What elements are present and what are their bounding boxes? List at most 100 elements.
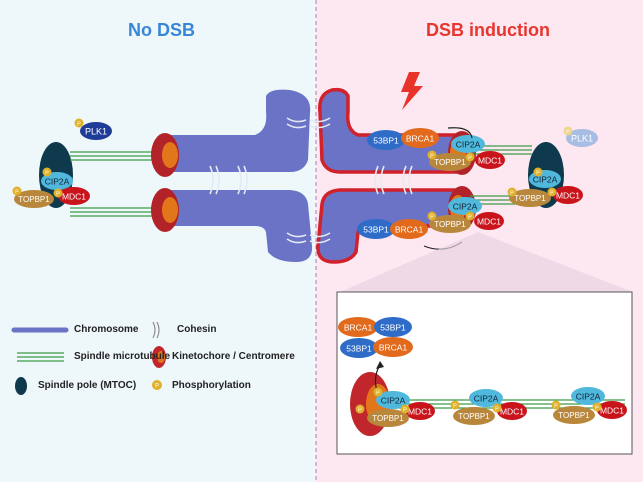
svg-text:P: P — [495, 407, 499, 413]
bp53-right-upper: 53BP1 — [367, 130, 405, 150]
svg-text:PLK1: PLK1 — [571, 134, 593, 144]
svg-text:P: P — [554, 404, 558, 410]
svg-text:CIP2A: CIP2A — [453, 202, 478, 212]
svg-text:MDC1: MDC1 — [62, 192, 86, 202]
legend-cohesin-icon — [152, 321, 160, 339]
chromosome-left-upper — [162, 89, 311, 172]
svg-text:CIP2A: CIP2A — [45, 177, 70, 187]
svg-text:P: P — [155, 384, 159, 390]
plk1-right: PLK1 — [566, 129, 598, 147]
mdc1-right-pole: MDC1 — [553, 186, 583, 204]
svg-text:CIP2A: CIP2A — [576, 392, 601, 402]
svg-text:P: P — [468, 215, 472, 221]
svg-text:TOPBP1: TOPBP1 — [434, 158, 466, 167]
legend-spindle-pole-icon — [15, 377, 27, 395]
svg-text:P: P — [376, 391, 380, 397]
phospho-plk1-right: P — [563, 126, 573, 136]
svg-text:P: P — [77, 122, 81, 128]
panel-title-dsb-induction: DSB induction — [426, 20, 550, 40]
legend-phospho-label: Phosphorylation — [172, 380, 251, 391]
inset-complex-1: CIP2A MDC1 TOPBP1 — [367, 391, 435, 427]
svg-text:P: P — [403, 408, 407, 414]
cip2a-right-upper: CIP2A — [451, 135, 485, 153]
svg-text:PLK1: PLK1 — [85, 127, 107, 137]
inset-53bp1-b: 53BP1 — [340, 338, 378, 358]
phospho-plk1-left: P — [74, 118, 84, 128]
svg-text:P: P — [430, 215, 434, 221]
legend-spindle-pole-label: Spindle pole (MTOC) — [38, 380, 137, 391]
topbp1-right-upper: TOPBP1 — [429, 153, 471, 171]
svg-text:MDC1: MDC1 — [556, 191, 580, 201]
svg-text:BRCA1: BRCA1 — [379, 343, 408, 353]
svg-text:53BP1: 53BP1 — [363, 225, 389, 235]
svg-text:53BP1: 53BP1 — [346, 344, 372, 354]
inset-brca1-a: BRCA1 — [338, 317, 378, 337]
topbp1-right-lower: TOPBP1 — [429, 215, 471, 233]
svg-text:TOPBP1: TOPBP1 — [514, 194, 546, 203]
chromosome-left-lower — [162, 190, 313, 262]
mdc1-right-lower: MDC1 — [474, 212, 504, 230]
svg-text:P: P — [45, 171, 49, 177]
inset-53bp1-a: 53BP1 — [374, 317, 412, 337]
svg-text:MDC1: MDC1 — [477, 217, 501, 227]
svg-text:MDC1: MDC1 — [600, 406, 624, 416]
svg-text:53BP1: 53BP1 — [373, 136, 399, 146]
svg-text:BRCA1: BRCA1 — [406, 134, 435, 144]
svg-text:MDC1: MDC1 — [408, 407, 432, 417]
inset-complex-2: CIP2A MDC1 TOPBP1 — [453, 389, 527, 425]
topbp1-right-pole: TOPBP1 — [509, 189, 551, 207]
inset-complex-3: CIP2A MDC1 TOPBP1 — [553, 387, 627, 424]
mdc1-left: MDC1 — [58, 187, 90, 205]
cip2a-left: CIP2A — [41, 172, 73, 190]
mdc1-right-upper: MDC1 — [475, 151, 505, 169]
cohesin-right — [309, 117, 413, 244]
inset-arrow-head — [376, 361, 384, 369]
legend-chromosome-label: Chromosome — [74, 324, 139, 335]
arrow-upper — [447, 127, 473, 139]
inset-brca1-b: BRCA1 — [373, 337, 413, 357]
svg-text:P: P — [453, 404, 457, 410]
svg-text:P: P — [550, 191, 554, 197]
svg-text:P: P — [536, 171, 540, 177]
svg-text:P: P — [15, 190, 19, 196]
chromosome-right-upper — [318, 87, 464, 174]
svg-text:TOPBP1: TOPBP1 — [434, 220, 466, 229]
microtubules-left-upper — [70, 151, 162, 161]
legend-microtubule-label: Spindle microtubule — [74, 351, 171, 362]
svg-text:P: P — [56, 192, 60, 198]
svg-text:TOPBP1: TOPBP1 — [372, 414, 404, 423]
legend-phospho-icon: P — [152, 380, 162, 390]
brca1-right-lower: BRCA1 — [390, 219, 428, 239]
panel-title-no-dsb: No DSB — [128, 20, 195, 40]
left-panel-background — [0, 0, 316, 482]
svg-text:P: P — [358, 408, 362, 414]
svg-text:BRCA1: BRCA1 — [344, 323, 373, 333]
zoom-funnel — [340, 232, 633, 292]
dsb-lightning-icon — [401, 72, 423, 110]
legend-kinetochore-label: Kinetochore / Centromere — [172, 351, 295, 362]
svg-text:TOPBP1: TOPBP1 — [18, 195, 50, 204]
svg-text:TOPBP1: TOPBP1 — [558, 411, 590, 420]
svg-text:P: P — [510, 191, 514, 197]
svg-text:CIP2A: CIP2A — [533, 175, 558, 185]
legend-cohesin-label: Cohesin — [177, 324, 217, 335]
svg-text:MDC1: MDC1 — [478, 156, 502, 166]
svg-text:MDC1: MDC1 — [500, 407, 524, 417]
plk1-left: PLK1 — [80, 122, 112, 140]
brca1-right-upper: BRCA1 — [401, 128, 439, 148]
cohesin-left — [209, 117, 307, 244]
microtubules-left-lower — [70, 207, 162, 217]
svg-text:P: P — [595, 406, 599, 412]
svg-text:53BP1: 53BP1 — [380, 323, 406, 333]
svg-text:BRCA1: BRCA1 — [395, 225, 424, 235]
svg-text:CIP2A: CIP2A — [381, 396, 406, 406]
svg-text:P: P — [566, 130, 570, 136]
svg-text:CIP2A: CIP2A — [474, 394, 499, 404]
cip2a-right-lower: CIP2A — [448, 197, 482, 215]
phospho-markers-right: P P P P P P P — [427, 150, 557, 221]
inset-phospho-markers: P P P P P P P — [355, 387, 602, 414]
legend-kinetochore-icon — [152, 346, 166, 368]
svg-text:TOPBP1: TOPBP1 — [458, 412, 490, 421]
bp53-right-lower: 53BP1 — [357, 219, 395, 239]
